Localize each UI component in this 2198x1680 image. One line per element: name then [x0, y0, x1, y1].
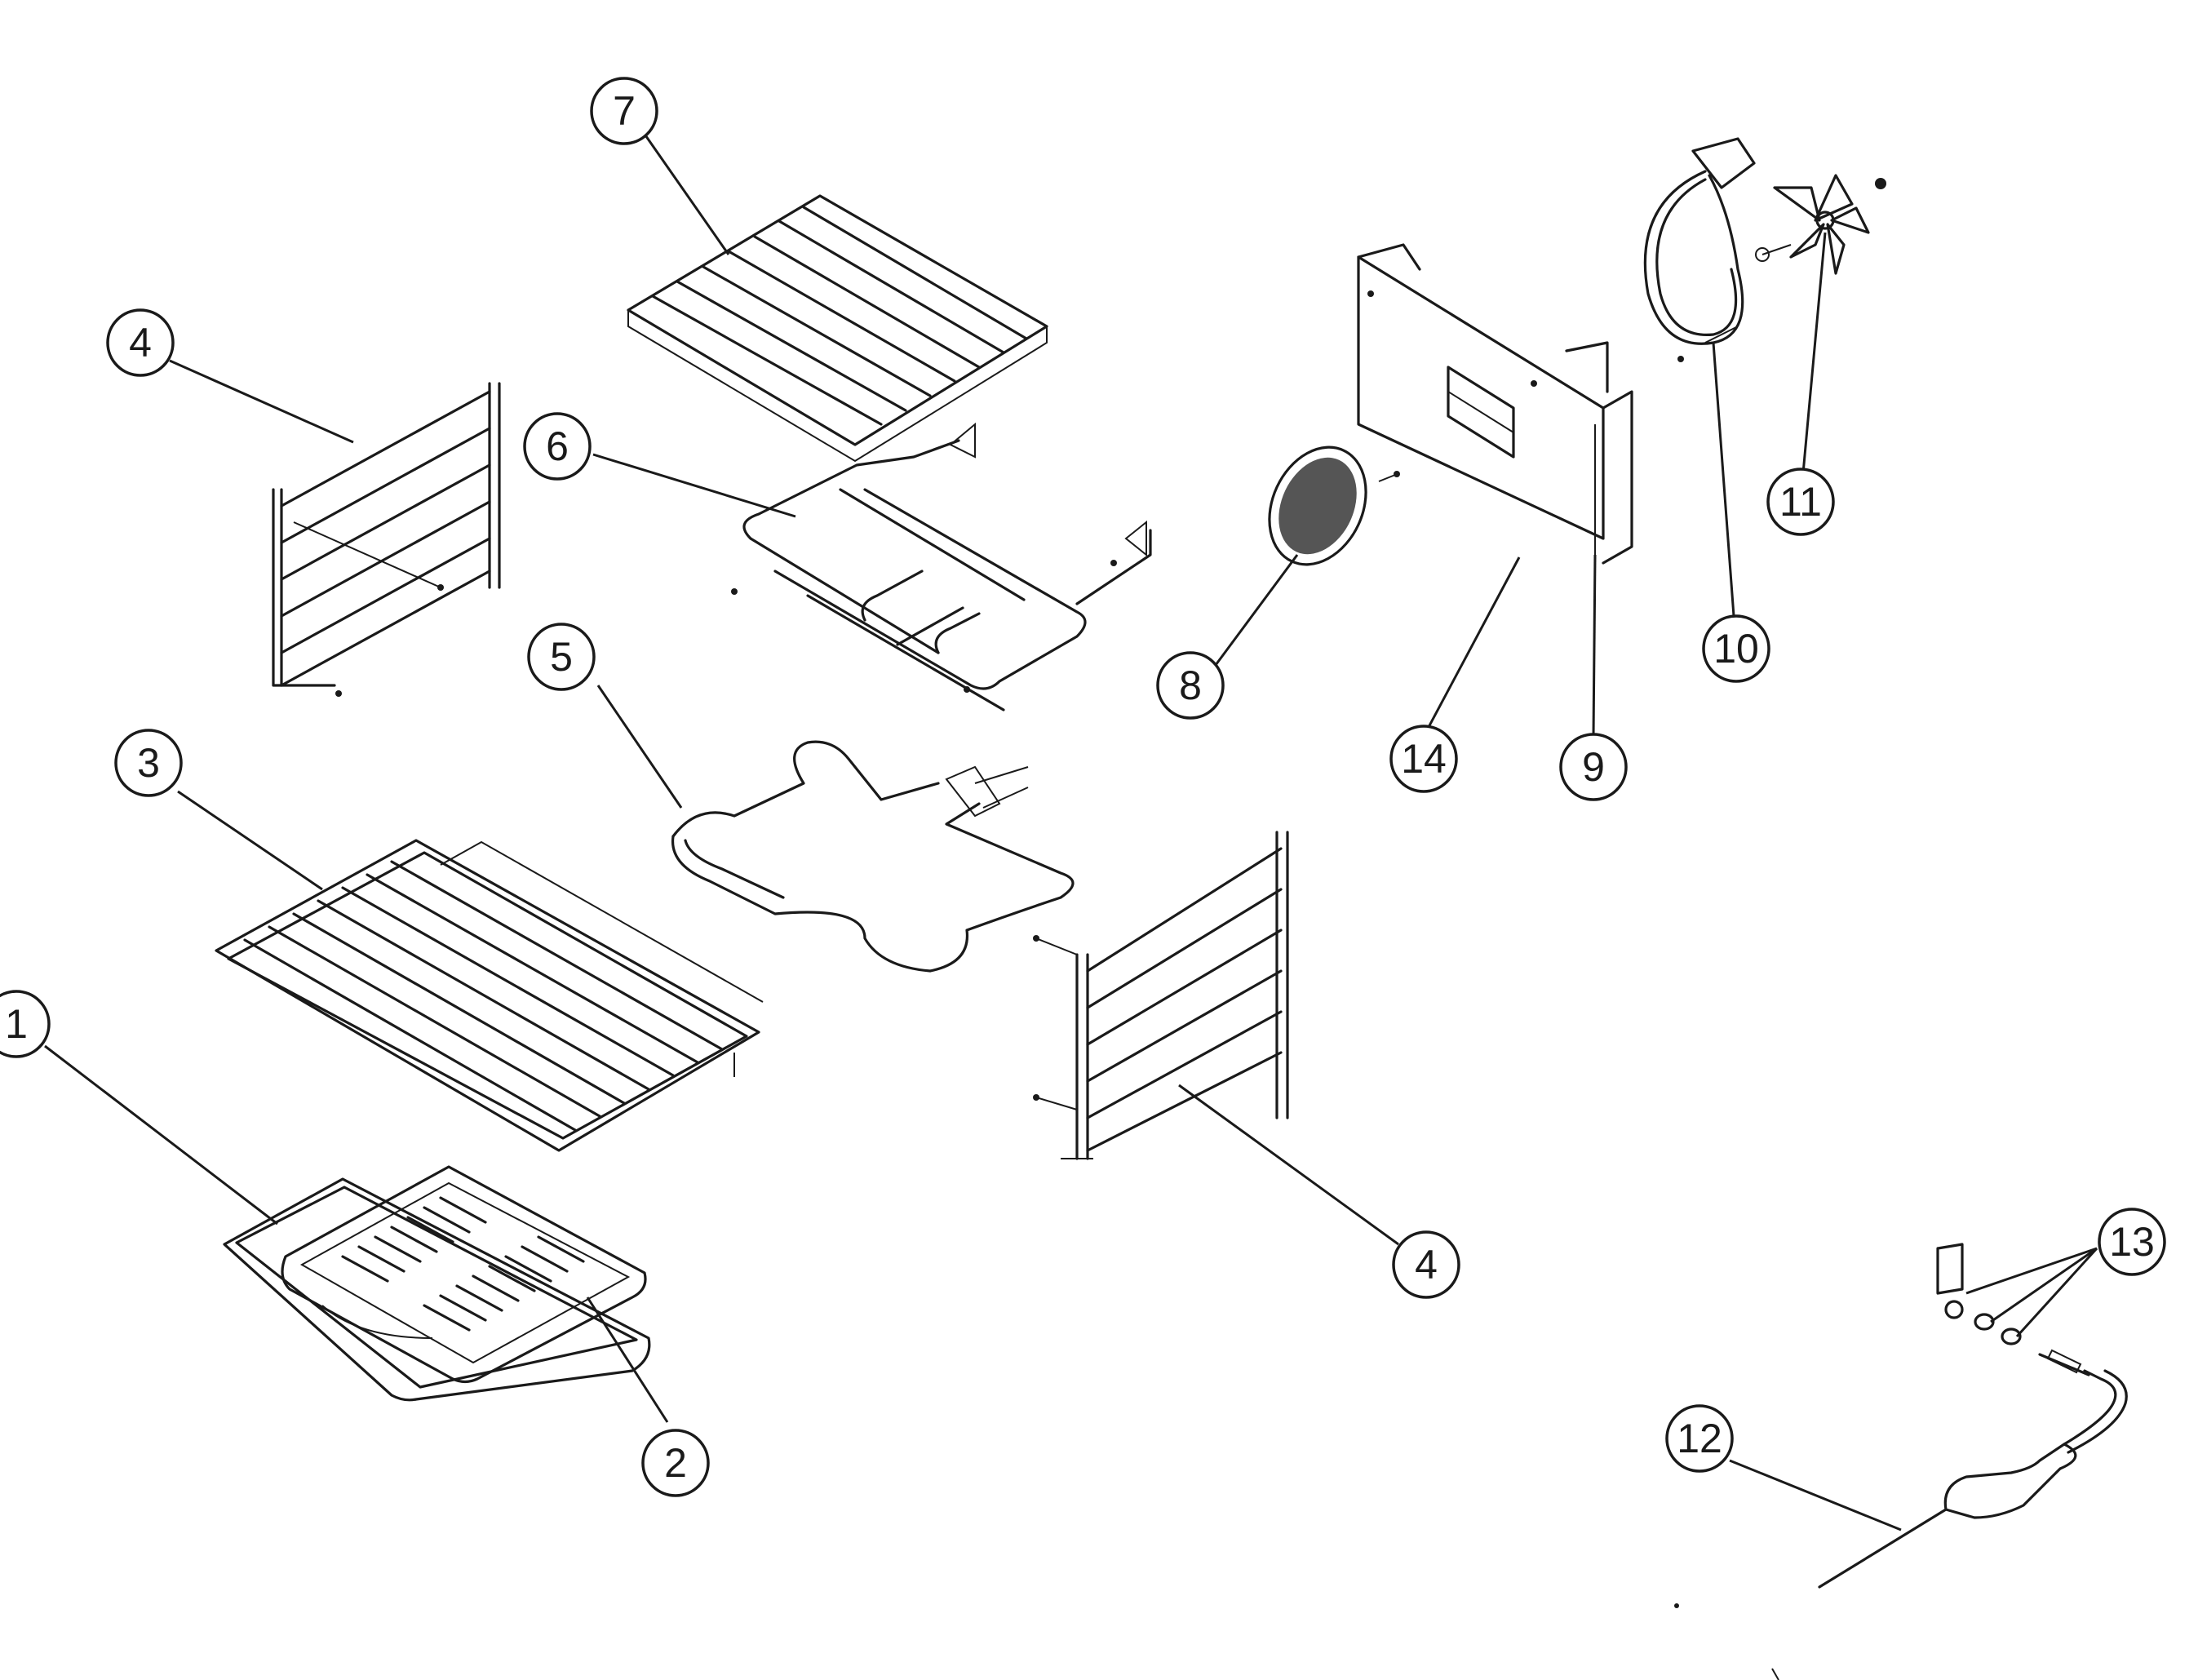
callout-13: 13 [2098, 1208, 2166, 1276]
callout-8: 8 [1156, 651, 1225, 720]
part-5-broil-element [671, 740, 1075, 973]
part-1-broil-pan [223, 1177, 651, 1402]
callout-4-right: 4 [1392, 1230, 1460, 1299]
leader-lines [44, 130, 2098, 1532]
callout-14-label: 14 [1401, 736, 1447, 782]
part-12-meat-probe [1818, 1349, 2128, 1589]
callout-1-label: 1 [5, 1001, 28, 1047]
part-3-oven-rack [215, 839, 764, 1152]
callout-1: 1 [0, 990, 51, 1058]
callout-9-label: 9 [1582, 744, 1605, 790]
part-4-left-rack-support [272, 382, 501, 697]
part-10-convection-element [1643, 137, 1756, 362]
callout-2: 2 [641, 1429, 710, 1497]
part-7-corrugated-shield [627, 194, 1048, 463]
part-2-broil-insert [281, 1165, 647, 1384]
callout-7: 7 [590, 77, 658, 145]
callout-2-label: 2 [664, 1440, 687, 1486]
callout-4-left-label: 4 [129, 320, 152, 366]
callout-7-label: 7 [613, 88, 636, 134]
part-6-heating-element [731, 422, 1152, 711]
callout-3: 3 [114, 729, 183, 797]
callout-11-label: 11 [1779, 479, 1822, 525]
callout-11: 11 [1766, 468, 1835, 536]
callout-3-label: 3 [137, 740, 160, 786]
callout-9: 9 [1559, 733, 1628, 801]
callout-6-label: 6 [546, 423, 569, 469]
callout-4-left: 4 [106, 308, 175, 377]
callout-8-label: 8 [1179, 663, 1202, 708]
part-8-fan-grille [1268, 445, 1400, 566]
callout-13-label: 13 [2109, 1219, 2155, 1265]
callout-6: 6 [523, 412, 592, 481]
callout-4-right-label: 4 [1415, 1242, 1438, 1288]
callout-14: 14 [1389, 725, 1458, 793]
part-4-right-rack-support [1033, 831, 1289, 1160]
part-13-probe-jack [1936, 1243, 2022, 1345]
callout-12: 12 [1665, 1404, 1734, 1473]
callout-5: 5 [527, 623, 596, 691]
part-11-fan-blade [1755, 174, 1886, 275]
callout-10: 10 [1702, 614, 1770, 683]
callout-12-label: 12 [1677, 1416, 1722, 1461]
callout-10-label: 10 [1713, 626, 1759, 672]
part-9-convection-panel [1357, 243, 1633, 565]
callout-5-label: 5 [550, 634, 573, 680]
